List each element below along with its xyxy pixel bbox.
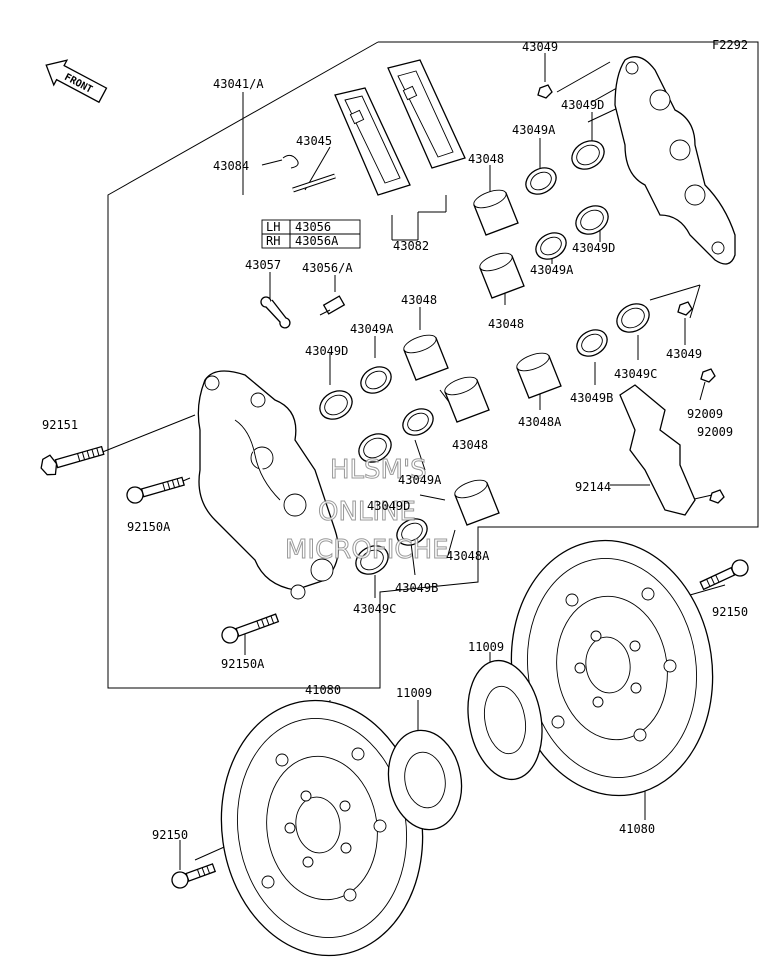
label-41080-1: 41080 xyxy=(305,683,341,697)
label-43049d-4: 43049D xyxy=(367,499,410,513)
brake-disc-left xyxy=(220,699,424,957)
label-92150-2: 92150 xyxy=(152,828,188,842)
label-43048a-2: 43048A xyxy=(446,549,490,563)
bleeder-nuts xyxy=(537,84,725,504)
watermark-line-3: MICROFICHE xyxy=(285,535,449,565)
label-92144: 92144 xyxy=(575,480,611,494)
bleeder-valve xyxy=(319,295,346,316)
brake-pad-inner xyxy=(334,87,411,196)
label-43049a-4: 43049A xyxy=(398,473,442,487)
side-rh-part: 43056A xyxy=(295,234,339,248)
brake-pad-outer xyxy=(387,59,466,169)
label-43048a-1: 43048A xyxy=(518,415,562,429)
label-41080-2: 41080 xyxy=(619,822,655,836)
side-rh: RH xyxy=(266,234,280,248)
piston-5 xyxy=(516,352,562,399)
side-table: LH 43056 RH 43056A xyxy=(261,219,361,249)
label-43057: 43057 xyxy=(245,258,281,272)
label-43049b-1: 43049B xyxy=(570,391,613,405)
watermark-line-2: ONLINE xyxy=(318,497,416,527)
seal-rings xyxy=(319,140,650,575)
label-43049d-1: 43049D xyxy=(561,98,604,112)
label-92150-1: 92150 xyxy=(712,605,748,619)
front-arrow-icon: FRONT xyxy=(45,59,108,104)
label-92150a-2: 92150A xyxy=(221,657,265,671)
piston-3 xyxy=(403,334,449,381)
label-43045: 43045 xyxy=(296,134,332,148)
side-lh-part: 43056 xyxy=(295,220,331,234)
caliper-right xyxy=(614,56,736,265)
label-43056a: 43056/A xyxy=(302,261,353,275)
bleeder-cap xyxy=(260,296,291,329)
label-92151: 92151 xyxy=(42,418,78,432)
label-43049b-2: 43049B xyxy=(395,581,438,595)
bolt-92150a-upper xyxy=(126,476,185,504)
label-43049d-3: 43049D xyxy=(305,344,348,358)
label-43049c-2: 43049C xyxy=(353,602,396,616)
assembly-outline xyxy=(107,41,759,689)
pad-spring xyxy=(619,384,696,516)
figure-code: F2292 xyxy=(712,38,748,52)
label-43041a: 43041/A xyxy=(213,77,264,91)
label-43049a-2: 43049A xyxy=(530,263,574,277)
label-43049a-3: 43049A xyxy=(350,322,394,336)
label-11009-1: 11009 xyxy=(468,640,504,654)
label-43048-1: 43048 xyxy=(468,152,504,166)
label-43048-3: 43048 xyxy=(401,293,437,307)
label-11009-2: 11009 xyxy=(396,686,432,700)
watermark-line-1: HLSM'S xyxy=(330,455,427,485)
disc-shim-right xyxy=(467,659,543,781)
watermark: HLSM'S ONLINE MICROFICHE xyxy=(285,455,450,566)
piston-1 xyxy=(473,189,519,236)
piston-4 xyxy=(444,376,490,423)
side-lh: LH xyxy=(266,220,280,234)
disc-shim-left xyxy=(387,729,463,831)
label-92009-1: 92009 xyxy=(687,407,723,421)
caliper-left xyxy=(197,370,339,600)
bolt-92151 xyxy=(40,445,105,476)
label-43049-top: 43049 xyxy=(522,40,558,54)
piston-6 xyxy=(454,479,500,526)
label-43049-mid: 43049 xyxy=(666,347,702,361)
brake-disc-right xyxy=(510,539,714,797)
label-43049a-1: 43049A xyxy=(512,123,556,137)
pin-clip xyxy=(282,154,299,169)
part-labels: 43041/A 43045 43084 43082 43057 43056/A … xyxy=(42,40,748,842)
label-43048-2: 43048 xyxy=(488,317,524,331)
pad-pin xyxy=(292,173,336,193)
label-43082: 43082 xyxy=(393,239,429,253)
bolt-92150a-lower xyxy=(221,613,280,644)
piston-2 xyxy=(479,252,525,299)
label-43084: 43084 xyxy=(213,159,249,173)
bolt-92150-right xyxy=(699,559,749,591)
bolt-92150-left xyxy=(171,863,217,889)
label-92150a-1: 92150A xyxy=(127,520,171,534)
label-43048-4: 43048 xyxy=(452,438,488,452)
label-43049c-1: 43049C xyxy=(614,367,657,381)
label-43049d-2: 43049D xyxy=(572,241,615,255)
label-92009-2: 92009 xyxy=(697,425,733,439)
